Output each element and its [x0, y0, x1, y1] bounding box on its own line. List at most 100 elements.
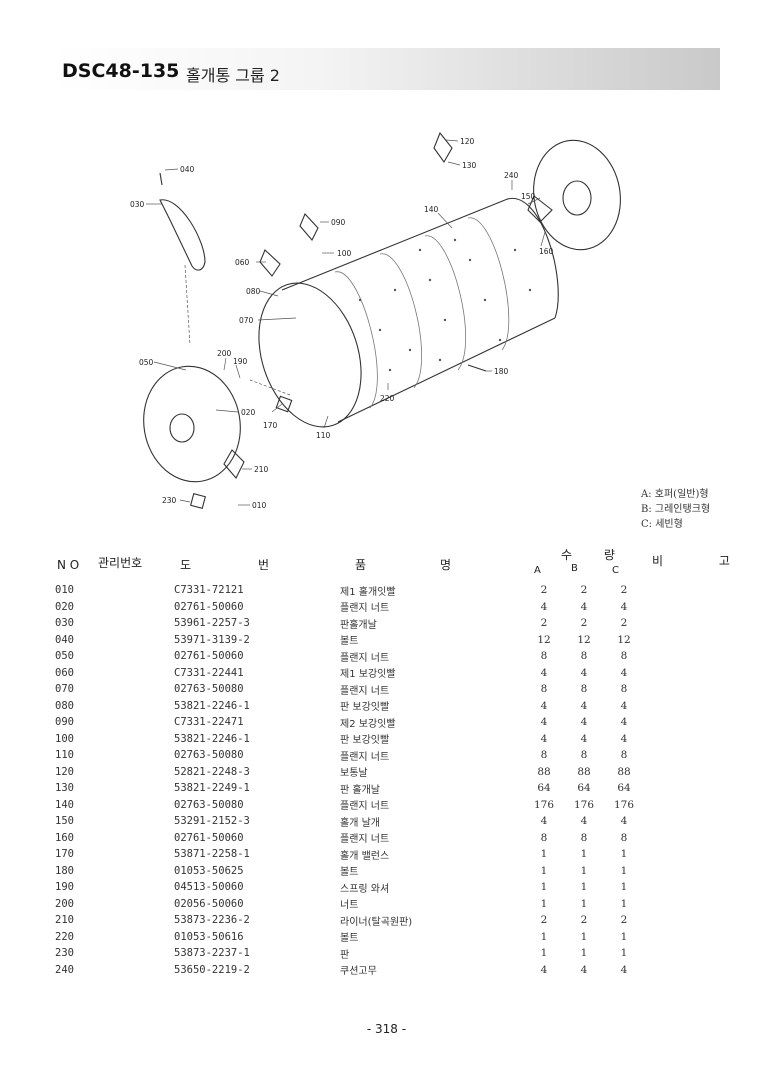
qty-a: 1	[540, 930, 548, 943]
part-number: 02056-50060	[174, 897, 244, 910]
qty-b: 4	[580, 716, 588, 729]
part-name: 홀개 날개	[340, 817, 380, 829]
part-number: 53961-2257-3	[174, 617, 250, 630]
qty-c: 1	[620, 930, 628, 943]
qty-a: 4	[540, 699, 548, 712]
part-no: 020	[55, 600, 74, 613]
part-no: 220	[55, 930, 74, 943]
qty-c: 2	[620, 617, 628, 630]
part-name: 스프링 와셔	[340, 883, 390, 895]
callout-210: 210	[254, 465, 269, 474]
qty-a: 1	[540, 947, 548, 960]
part-name: 쿠션고무	[340, 966, 377, 978]
part-number: 02761-50060	[174, 831, 244, 844]
callout-080: 080	[246, 287, 261, 296]
part-no: 040	[55, 633, 74, 646]
part-name: 볼트	[340, 636, 359, 648]
qty-b: 1	[580, 930, 588, 943]
part-no: 070	[55, 683, 74, 696]
model-legend: A: 호퍼(일반)형 B: 그레인탱크형 C: 세빈형	[641, 487, 710, 532]
part-name: 판 보강잇빨	[340, 735, 390, 747]
col-remarks: 비 고	[652, 554, 756, 568]
qty-a: 1	[540, 848, 548, 861]
part-number: C7331-22471	[174, 716, 244, 729]
qty-c: 88	[617, 765, 631, 778]
callout-150: 150	[521, 192, 536, 201]
qty-c: 8	[620, 683, 628, 696]
part-number: 02763-50080	[174, 683, 244, 696]
qty-b: 8	[580, 683, 588, 696]
qty-c: 4	[620, 716, 628, 729]
part-name: 라이너(탈곡원판)	[340, 916, 413, 928]
part-name: 제1 홀개잇빨	[340, 586, 396, 598]
callout-140: 140	[424, 205, 439, 214]
part-number: 02763-50080	[174, 749, 244, 762]
part-number: 53650-2219-2	[174, 963, 250, 976]
qty-c: 64	[617, 782, 631, 795]
qty-a: 8	[540, 683, 548, 696]
part-number: C7331-22441	[174, 666, 244, 679]
qty-c: 1	[620, 848, 628, 861]
qty-a: 8	[540, 749, 548, 762]
callout-020: 020	[241, 408, 256, 417]
part-name: 판홀개날	[340, 619, 377, 631]
qty-a: 2	[540, 584, 548, 597]
col-qty-b: B	[571, 563, 578, 574]
part-number: 52821-2248-3	[174, 765, 250, 778]
col-qty: 수 량	[561, 548, 629, 562]
callout-190: 190	[233, 357, 248, 366]
part-number: 53821-2249-1	[174, 782, 250, 795]
part-name: 플랜지 너트	[340, 801, 390, 813]
qty-b: 88	[577, 765, 591, 778]
part-no: 120	[55, 765, 74, 778]
col-mgmt-no: 관리번호	[98, 556, 143, 570]
qty-c: 4	[620, 600, 628, 613]
qty-c: 4	[620, 699, 628, 712]
legend-b: B: 그레인탱크형	[641, 504, 711, 515]
qty-c: 1	[620, 897, 628, 910]
callout-010: 010	[252, 501, 267, 510]
part-name: 제1 보강잇빨	[340, 669, 396, 681]
part-no: 180	[55, 864, 74, 877]
qty-b: 2	[580, 617, 588, 630]
qty-b: 4	[580, 732, 588, 745]
qty-a: 1	[540, 897, 548, 910]
qty-a: 2	[540, 914, 548, 927]
callout-220: 220	[380, 394, 395, 403]
qty-c: 8	[620, 749, 628, 762]
callout-050: 050	[139, 358, 154, 367]
part-number: 53873-2236-2	[174, 914, 250, 927]
qty-b: 8	[580, 831, 588, 844]
left-disc	[143, 365, 241, 483]
col-drawing-2: 번	[258, 558, 270, 572]
callout-030: 030	[130, 200, 145, 209]
qty-a: 4	[540, 963, 548, 976]
part-number: 53971-3139-2	[174, 633, 250, 646]
part-number: 53873-2237-1	[174, 947, 250, 960]
callout-120: 120	[460, 137, 475, 146]
qty-a: 2	[540, 617, 548, 630]
qty-a: 4	[540, 716, 548, 729]
part-no: 110	[55, 749, 74, 762]
part-number: 53291-2152-3	[174, 815, 250, 828]
qty-c: 2	[620, 584, 628, 597]
qty-b: 4	[580, 815, 588, 828]
qty-c: 1	[620, 881, 628, 894]
part-no: 200	[55, 897, 74, 910]
qty-a: 4	[540, 600, 548, 613]
part-no: 030	[55, 617, 74, 630]
qty-b: 1	[580, 881, 588, 894]
part-name: 판 홀개날	[340, 784, 380, 796]
part-no: 150	[55, 815, 74, 828]
